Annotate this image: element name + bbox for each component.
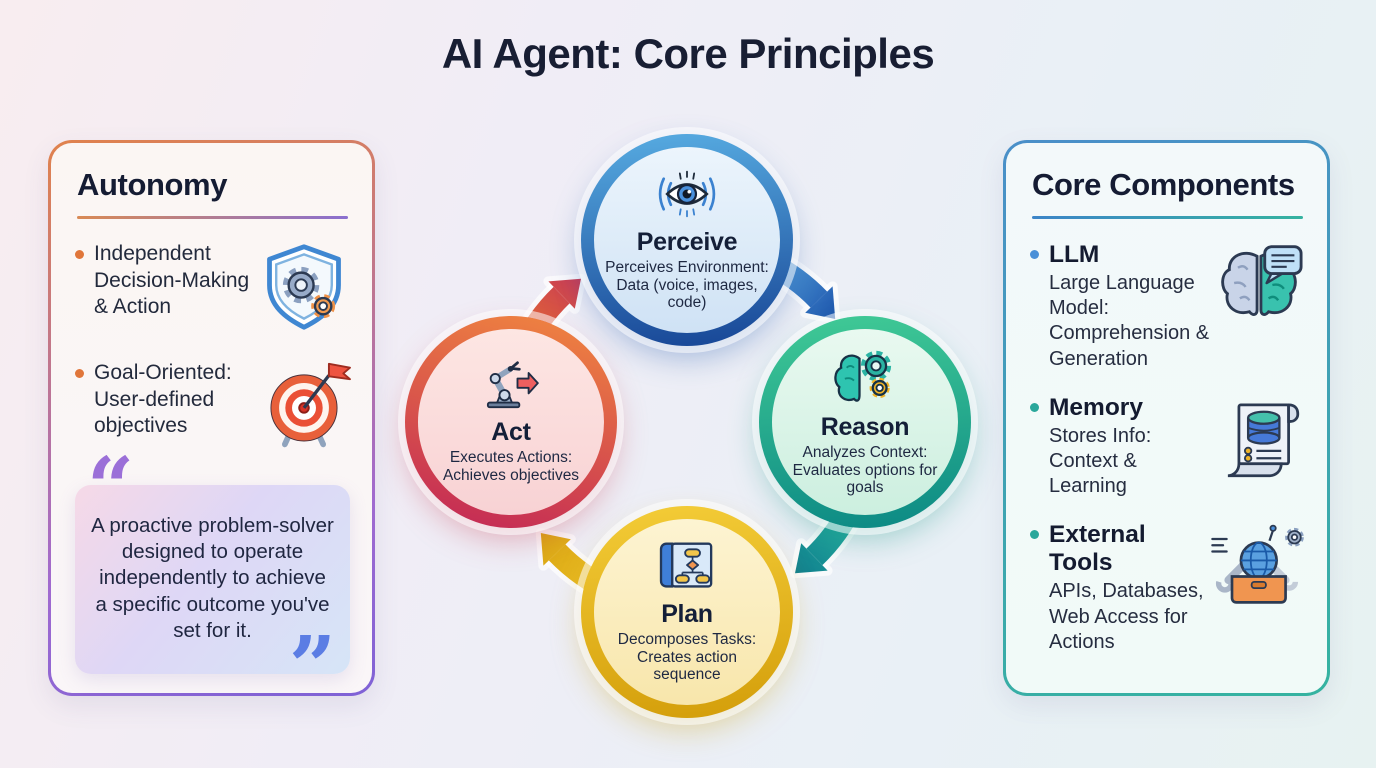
component-description: APIs, Databases, Web Access for Actions: [1049, 580, 1204, 653]
list-item: Independent Decision-Making & Action: [73, 241, 352, 338]
robot-arm-icon: [480, 360, 542, 415]
cycle-node-reason: Reason Analyzes Context: Evaluates optio…: [759, 316, 971, 528]
quote-text: A proactive problem-solver designed to o…: [91, 514, 334, 642]
close-quote-icon: ”: [288, 619, 336, 716]
item-text: Goal-Oriented: User-defined objectives: [94, 361, 232, 438]
cycle-node-act: Act Executes Actions: Achieves objective…: [405, 316, 617, 528]
node-description: Perceives Environment: Data (voice, imag…: [605, 258, 769, 312]
bullet-dot: [1030, 402, 1039, 412]
quote-box: “ A proactive problem-solver designed to…: [75, 447, 350, 708]
list-item: Goal-Oriented: User-defined objectives: [73, 360, 352, 457]
node-description: Analyzes Context: Evaluates options for …: [792, 443, 938, 497]
component-description: Stores Info: Context & Learning: [1049, 424, 1152, 498]
shield-gears-icon: [256, 241, 352, 338]
autonomy-panel: Autonomy Independent Decision-Making & A…: [48, 140, 375, 708]
brain-chat-icon: [1211, 241, 1307, 334]
component-title: External Tools: [1049, 521, 1146, 577]
open-quote-icon: “: [87, 440, 135, 536]
autonomy-heading-divider: [77, 216, 348, 219]
core-components-panel: Core Components LLM Large Language Model…: [1003, 140, 1330, 696]
autonomy-heading: Autonomy: [77, 167, 228, 202]
node-description: Executes Actions: Achieves objectives: [442, 448, 580, 484]
item-text: Independent Decision-Making & Action: [94, 242, 250, 319]
node-title: Act: [491, 417, 531, 446]
cycle-node-perceive: Perceive Perceives Environment: Data (vo…: [581, 134, 793, 346]
list-item: LLM Large Language Model: Comprehension …: [1028, 241, 1307, 372]
bullet-dot: [75, 369, 84, 378]
component-title: Memory: [1049, 393, 1143, 421]
page-title: AI Agent: Core Principles: [441, 30, 935, 77]
bullet-dot: [1030, 530, 1039, 540]
bullet-dot: [1030, 250, 1039, 259]
list-item: External Tools APIs, Databases, Web Acce…: [1028, 521, 1307, 655]
components-heading-divider: [1032, 216, 1303, 219]
component-description: Large Language Model: Comprehension & Ge…: [1049, 272, 1210, 370]
toolbox-globe-icon: [1207, 521, 1307, 612]
target-flag-icon: [256, 360, 352, 457]
node-description: Decomposes Tasks: Creates action sequenc…: [617, 630, 757, 684]
blueprint-flowchart-icon: [657, 540, 717, 597]
brain-gears-icon: [832, 347, 898, 410]
scroll-database-icon: [1215, 394, 1307, 487]
node-title: Reason: [820, 412, 910, 441]
components-heading: Core Components: [1032, 167, 1295, 202]
agent-cycle-diagram: Perceive Perceives Environment: Data (vo…: [390, 105, 990, 745]
eye-icon: [648, 168, 726, 225]
cycle-node-plan: Plan Decomposes Tasks: Creates action se…: [581, 506, 793, 718]
node-title: Perceive: [636, 227, 738, 256]
bullet-dot: [75, 250, 84, 259]
component-title: LLM: [1049, 241, 1100, 268]
list-item: Memory Stores Info: Context & Learning: [1028, 394, 1307, 500]
node-title: Plan: [661, 599, 713, 628]
